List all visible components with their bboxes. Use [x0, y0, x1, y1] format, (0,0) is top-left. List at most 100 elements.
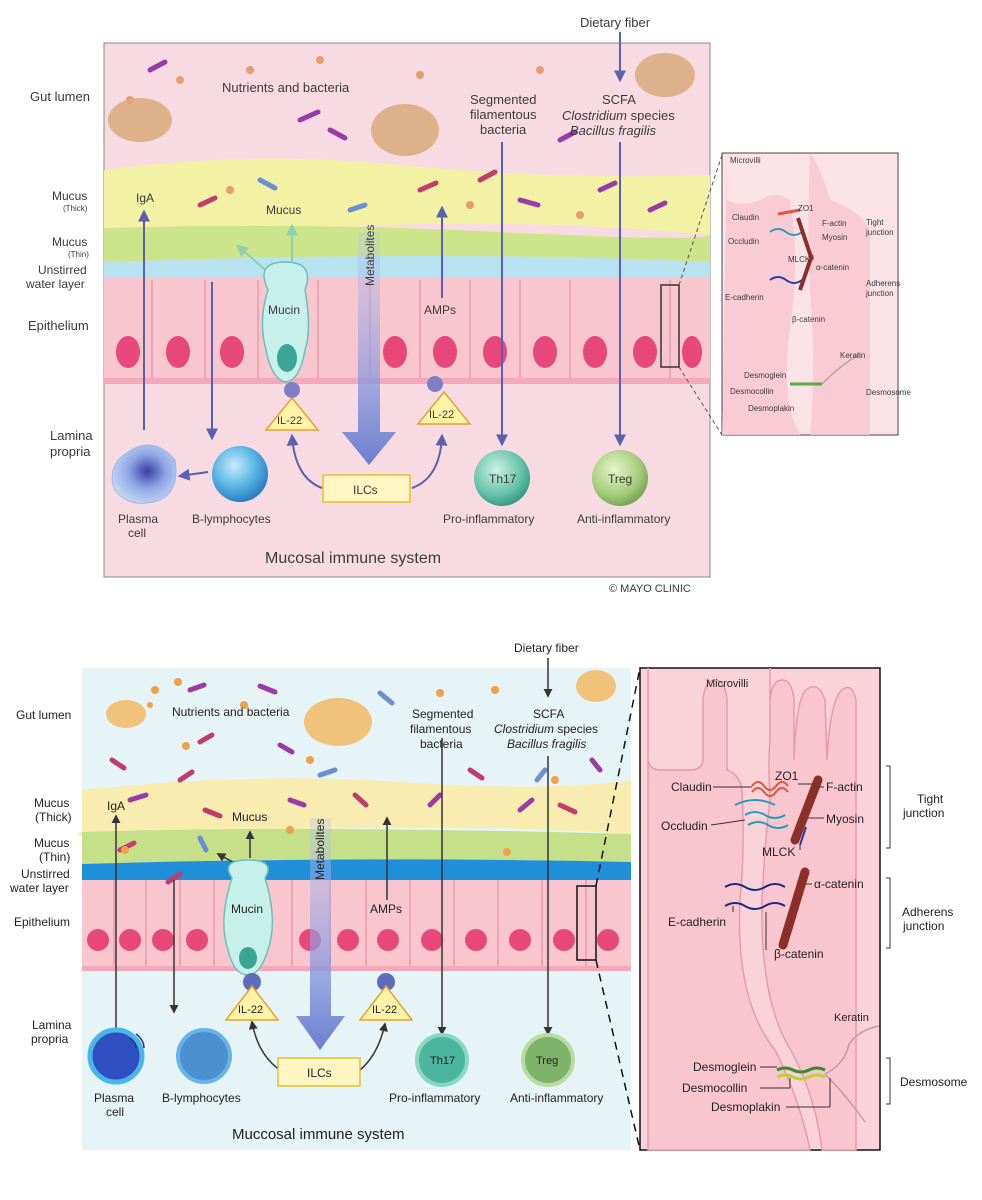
top-inset-tight-1: Tight: [866, 218, 884, 227]
bottom-label-mucus-thick-2: (Thick): [35, 810, 72, 824]
top-inset: Microvilli Claudin ZO1 F-actin Occludin …: [721, 152, 911, 436]
bottom-inset-microvilli: Microvilli: [706, 678, 748, 690]
top-arrow-mucus-left: [236, 244, 271, 275]
bottom-label-iga: IgA: [107, 799, 125, 813]
top-label-ilcs: ILCs: [353, 483, 378, 497]
bottom-inset-myosin: Myosin: [826, 812, 864, 826]
top-metabolites-arrow: [342, 232, 396, 465]
bottom-label-mucus-thin-1: Mucus: [34, 836, 69, 850]
bottom-il22-right-triangle: [358, 984, 414, 1021]
bottom-label-amps: AMPs: [370, 902, 402, 916]
bottom-mucus-thick: [77, 778, 632, 837]
top-label-bacillus: Bacillus fragilis: [570, 123, 656, 138]
bottom-label-il22-left: IL-22: [238, 1004, 263, 1016]
bottom-food-clumps: [106, 670, 616, 746]
top-label-mucus-thick: Mucus: [52, 189, 87, 203]
bottom-label-unstirred-1: Unstirred: [21, 867, 70, 881]
bottom-inset-ecadherin: E-cadherin: [668, 915, 726, 929]
top-inset-zo1: ZO1: [798, 204, 814, 213]
bottom-inset-adherens-1: Adherens: [902, 905, 953, 919]
top-label-unstirred-2: water layer: [25, 277, 85, 291]
top-label-th17: Th17: [489, 472, 517, 486]
bottom-label-clostridium-line: Clostridium species: [494, 722, 598, 736]
top-label-treg: Treg: [608, 472, 632, 486]
bottom-label-species: species: [554, 722, 598, 736]
bottom-label-bacillus: Bacillus fragilis: [507, 737, 586, 751]
bottom-label-lamina-2: propria: [31, 1032, 69, 1046]
bottom-label-sfb-2: filamentous: [410, 722, 471, 736]
top-arrow-ilc-left: [286, 433, 323, 489]
top-inset-adherens-2: junction: [865, 289, 894, 298]
bottom-inset-zo1: ZO1: [775, 769, 799, 783]
top-label-amps: AMPs: [424, 303, 456, 317]
bottom-inset-factin: F-actin: [826, 780, 863, 794]
top-panel: Gut lumen Mucus (Thick) Mucus (Thin) Uns…: [25, 15, 911, 595]
bottom-label-scfa: SCFA: [533, 707, 564, 721]
top-inset-myosin: Myosin: [822, 233, 847, 242]
top-label-clostridium: Clostridium: [562, 108, 627, 123]
bottom-label-plasma-2: cell: [106, 1105, 124, 1119]
top-inset-keratin: Keratin: [840, 351, 865, 360]
top-treg-cell: [592, 450, 648, 506]
top-copyright: © MAYO CLINIC: [609, 583, 691, 595]
top-label-lamina-2: propria: [50, 444, 91, 459]
bottom-treg-cell: [521, 1033, 575, 1087]
bottom-inset-desmosome: Desmosome: [900, 1075, 968, 1089]
top-inset-desmocollin: Desmocollin: [730, 387, 774, 396]
bottom-inset-bcatenin: β-catenin: [774, 947, 824, 961]
top-label-dietary-fiber: Dietary fiber: [580, 15, 651, 30]
bottom-label-dietary-fiber: Dietary fiber: [514, 641, 579, 655]
bottom-label-mucus: Mucus: [232, 810, 267, 824]
top-label-metabolites: Metabolites: [363, 225, 377, 286]
bottom-ilcs-box: [277, 1057, 361, 1087]
bottom-panel: Gut lumen Mucus (Thick) Mucus (Thin) Uns…: [9, 641, 968, 1151]
top-inset-occludin: Occludin: [728, 237, 759, 246]
bottom-label-pro: Pro-inflammatory: [389, 1091, 480, 1105]
bottom-label-clostridium: Clostridium: [494, 722, 554, 736]
top-food-clumps: [108, 53, 695, 156]
bottom-inset-occludin: Occludin: [661, 819, 708, 833]
top-ilcs-box: [322, 474, 411, 503]
top-inset-desmoglein: Desmoglein: [744, 371, 786, 380]
top-label-mucus-thin-sub: (Thin): [68, 250, 89, 259]
top-label-sfb-1: Segmented: [470, 92, 537, 107]
top-label-il22-right: IL-22: [429, 409, 454, 421]
bottom-il22-left-triangle: [224, 984, 280, 1021]
bottom-label-plasma-1: Plasma: [94, 1091, 134, 1105]
bottom-inset: Microvilli Claudin ZO1 F-actin Occludin …: [639, 667, 968, 1151]
top-b-lymphocyte: [212, 446, 268, 502]
bottom-inset-tight-2: junction: [902, 806, 944, 820]
top-inset-microvilli: Microvilli: [730, 156, 761, 165]
top-label-clostridium-line: Clostridium species: [562, 108, 675, 123]
bottom-b-lymphocyte: [176, 1028, 232, 1084]
bottom-inset-mlck: MLCK: [762, 845, 795, 859]
top-th17-cell: [474, 450, 530, 506]
top-bacteria: [147, 59, 668, 213]
top-inset-ecadherin: E-cadherin: [725, 293, 764, 302]
bottom-inset-claudin: Claudin: [671, 780, 712, 794]
top-il22-right-triangle: [416, 390, 472, 425]
bottom-label-sfb-3: bacteria: [420, 737, 463, 751]
bottom-inset-acatenin: α-catenin: [814, 877, 864, 891]
top-label-mucus-thin: Mucus: [52, 235, 87, 249]
top-inset-bcatenin: β-catenin: [792, 315, 825, 324]
top-arrow-ilc-right: [411, 433, 448, 489]
top-label-anti: Anti-inflammatory: [577, 512, 670, 526]
top-label-gut-lumen: Gut lumen: [30, 89, 90, 104]
top-label-blymph: B-lymphocytes: [192, 512, 271, 526]
bottom-label-il22-right: IL-22: [372, 1004, 397, 1016]
bottom-inset-desmoglein: Desmoglein: [693, 1060, 756, 1074]
bottom-label-treg: Treg: [536, 1055, 558, 1067]
bottom-th17-cell: [415, 1033, 469, 1087]
top-label-iga: IgA: [136, 191, 154, 205]
bottom-epithelial-cells: [113, 880, 587, 970]
bottom-label-unstirred-2: water layer: [9, 881, 69, 895]
top-inset-claudin: Claudin: [732, 213, 759, 222]
bottom-inset-adherens-2: junction: [902, 919, 944, 933]
bottom-water-layer: [82, 859, 631, 880]
top-inset-tight-2: junction: [865, 228, 894, 237]
bottom-label-system: Muccosal immune system: [232, 1126, 405, 1143]
top-inset-desmosome: Desmosome: [866, 388, 911, 397]
bottom-label-epithelium: Epithelium: [14, 915, 70, 929]
bottom-metabolites-arrow: [296, 818, 345, 1050]
